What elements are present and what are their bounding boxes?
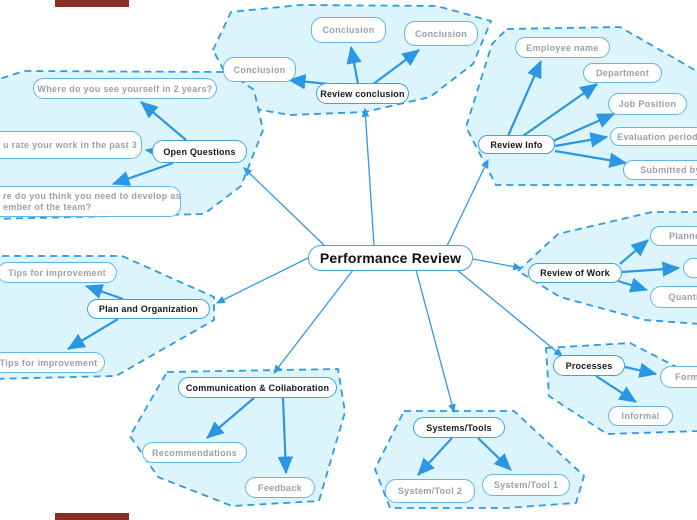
subtopic-conclusion-3[interactable]: Conclusion xyxy=(404,21,478,46)
subtopic-connectors xyxy=(67,45,681,476)
edge-proc-informal xyxy=(595,375,637,403)
edge-ri-evaluation-period xyxy=(554,132,609,148)
subtopic-evaluation-period[interactable]: Evaluation period xyxy=(610,127,697,146)
subtopic-feedback[interactable]: Feedback xyxy=(245,477,315,498)
edge-st-tool1 xyxy=(477,437,512,471)
edge-cc-recommendations xyxy=(206,397,255,439)
topic-plan-and-organization[interactable]: Plan and Organization xyxy=(87,299,210,319)
edge-center-processes xyxy=(456,269,564,357)
subtopic-system-tool-2[interactable]: System/Tool 2 xyxy=(385,479,475,503)
subtopic-conclusion-1[interactable]: Conclusion xyxy=(223,57,296,82)
edge-center-communication xyxy=(273,269,354,375)
edge-proc-formal xyxy=(624,362,658,378)
edge-center-open-questions xyxy=(243,167,325,246)
edge-center-review-of-work xyxy=(472,258,523,271)
edge-ri-job-position xyxy=(552,112,616,143)
edge-rc-conclusion-2 xyxy=(346,45,362,85)
subtopic-cutoff[interactable] xyxy=(683,258,697,278)
edge-center-review-info xyxy=(446,158,489,247)
edge-center-plan-org xyxy=(215,257,309,304)
center-connectors xyxy=(215,107,564,414)
subtopic-conclusion-2[interactable]: Conclusion xyxy=(311,17,386,43)
subtopic-department[interactable]: Department xyxy=(583,63,662,83)
subtopic-quantity[interactable]: Quantity xyxy=(650,286,697,308)
edge-cc-feedback xyxy=(277,397,294,475)
subtopic-submitted-by[interactable]: Submitted by xyxy=(623,160,697,180)
edge-row-middle xyxy=(621,261,681,277)
subtopic-tips-improvement-1[interactable]: Tips for improvement xyxy=(0,262,117,283)
question-develop-text: re do you think you need to develop as e… xyxy=(3,190,181,212)
subtopic-employee-name[interactable]: Employee name xyxy=(515,37,610,58)
central-topic-performance-review[interactable]: Performance Review xyxy=(308,245,473,271)
subtopic-question-develop[interactable]: re do you think you need to develop as e… xyxy=(0,186,181,217)
red-marker-bottom-left xyxy=(55,513,129,520)
topic-communication-collaboration[interactable]: Communication & Collaboration xyxy=(178,377,337,398)
topic-review-of-work[interactable]: Review of Work xyxy=(528,263,622,283)
subtopic-recommendations[interactable]: Recommendations xyxy=(142,442,247,463)
edge-po-tips-1 xyxy=(84,284,124,301)
subtopic-job-position[interactable]: Job Position xyxy=(608,93,687,115)
edge-ri-submitted-by xyxy=(554,149,628,168)
topic-review-conclusion[interactable]: Review conclusion xyxy=(316,83,409,104)
edge-st-tool2 xyxy=(417,437,453,476)
edge-ri-employee-name xyxy=(506,59,543,137)
subtopic-formal[interactable]: Formal xyxy=(660,366,697,388)
edge-row-quantity xyxy=(617,277,649,293)
subtopic-question-2-years[interactable]: Where do you see yourself in 2 years? xyxy=(33,78,217,99)
subtopic-informal[interactable]: Informal xyxy=(608,406,673,426)
subtopic-system-tool-1[interactable]: System/Tool 1 xyxy=(482,474,570,496)
edge-ri-department xyxy=(519,83,598,139)
edge-row-planned xyxy=(619,239,649,265)
topic-systems-tools[interactable]: Systems/Tools xyxy=(413,417,505,438)
edge-oq-question-3 xyxy=(111,161,174,186)
subtopic-planned[interactable]: Planned xyxy=(650,226,697,246)
edge-rc-conclusion-3 xyxy=(371,49,420,86)
edge-center-review-conclusion xyxy=(361,107,375,246)
subtopic-question-rate-work[interactable]: u rate your work in the past 3 xyxy=(0,131,142,159)
red-marker-top-left xyxy=(55,0,129,7)
subtopic-tips-improvement-2[interactable]: Tips for improvement xyxy=(0,352,105,373)
edge-oq-question-1 xyxy=(140,101,187,141)
topic-processes[interactable]: Processes xyxy=(553,355,625,376)
topic-review-info[interactable]: Review Info xyxy=(478,135,555,154)
topic-open-questions[interactable]: Open Questions xyxy=(152,140,247,163)
edge-center-systems-tools xyxy=(415,269,456,414)
edge-po-tips-2 xyxy=(67,318,119,350)
